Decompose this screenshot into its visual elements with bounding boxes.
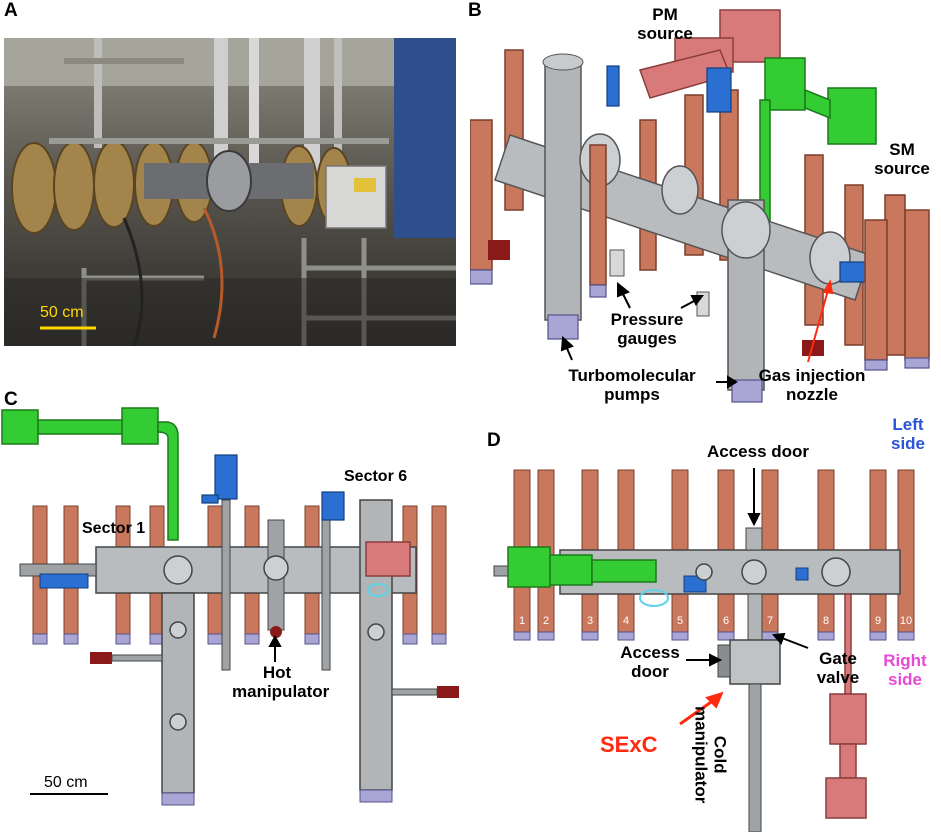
label-pm-source: PM source <box>637 5 693 43</box>
sm-source <box>759 57 877 263</box>
electronics-box <box>325 165 387 229</box>
panel-d-letter: D <box>487 430 501 451</box>
panel-b-letter: B <box>468 0 482 21</box>
label-hot-manipulator: Hot manipulator <box>232 663 330 701</box>
label-turbomolecular-pumps: Turbomolecular pumps <box>568 366 696 404</box>
panel-a-photo <box>4 38 456 346</box>
label-cold-manipulator: Cold manipulator <box>692 706 730 804</box>
coil-number: 3 <box>587 615 593 627</box>
label-sector-6: Sector 6 <box>344 468 408 485</box>
label-access-door-left: Access door <box>620 643 680 681</box>
label-pressure-gauges: Pressure gauges <box>610 310 684 348</box>
panel-c-letter: C <box>4 389 18 410</box>
coil-number: 5 <box>677 615 683 627</box>
panel-b-render <box>470 9 930 403</box>
label-sexc: SExC <box>600 732 658 757</box>
coil-number: 1 <box>519 615 525 627</box>
c-sm-source <box>1 407 179 541</box>
label-right-side: Right side <box>883 651 927 689</box>
coil-number: 2 <box>543 615 549 627</box>
panel-d-drawing: 1 2 3 4 5 6 7 8 9 10 <box>493 468 915 832</box>
cold-manipulator <box>748 683 762 832</box>
panel-a-letter: A <box>4 0 18 21</box>
label-sector-1: Sector 1 <box>82 520 146 537</box>
label-left-side: Left side <box>890 415 926 453</box>
pm-source <box>639 9 781 99</box>
coil-numbers: 1 2 3 4 5 6 7 8 9 10 <box>519 615 912 627</box>
coil-number: 4 <box>623 615 629 627</box>
c-pm-block <box>365 541 411 577</box>
coil-number: 6 <box>723 615 729 627</box>
c-scale-label: 50 cm <box>44 774 88 791</box>
coil-number: 10 <box>900 615 912 627</box>
label-access-door-top: Access door <box>706 442 810 461</box>
panel-c-drawing <box>1 407 459 806</box>
coil-number: 7 <box>767 615 773 627</box>
tower-left <box>544 59 582 321</box>
blue-pillar <box>394 38 456 238</box>
coil-number: 8 <box>823 615 829 627</box>
sexc-chamber <box>729 639 781 685</box>
panel-a-scale-label: 50 cm <box>40 304 84 321</box>
hot-manipulator-tip <box>270 626 282 638</box>
coil-number: 9 <box>875 615 881 627</box>
label-sm-source: SM source <box>874 140 930 178</box>
d-pm-source <box>825 593 867 819</box>
label-gate-valve: Gate valve <box>816 649 860 687</box>
label-gas-injection-nozzle: Gas injection nozzle <box>758 366 866 404</box>
d-sm-source <box>507 546 657 588</box>
